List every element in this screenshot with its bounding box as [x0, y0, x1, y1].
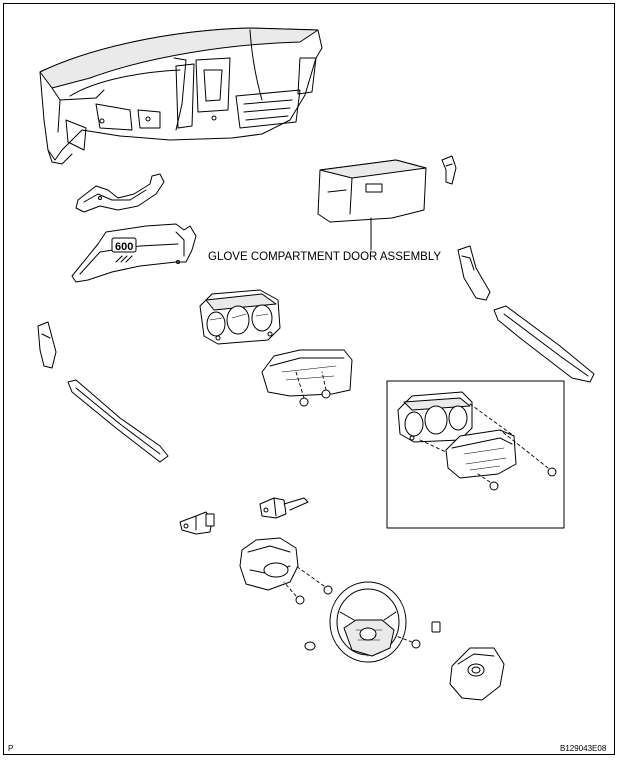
screw-icon [419, 403, 557, 491]
glove-compartment-callout-label: GLOVE COMPARTMENT DOOR ASSEMBLY [207, 251, 443, 263]
lower-finish-panel-icon [75, 173, 165, 213]
horn-pad-icon [449, 647, 505, 701]
inset-detail-frame [386, 380, 565, 529]
screw-icon [295, 371, 331, 407]
figure-border [3, 3, 615, 755]
combination-meter-icon [397, 391, 473, 443]
screw-icon [283, 565, 333, 605]
scuff-plate-right-icon [493, 305, 595, 383]
lower-panel-sub-assembly-icon: 600 [71, 223, 197, 283]
clip-icon [441, 155, 457, 185]
scuff-plate-left-icon [67, 379, 169, 463]
nut-icon [395, 635, 421, 649]
meter-hood-icon [261, 349, 353, 397]
switch-icon [179, 511, 215, 535]
steering-column-cover-icon [239, 537, 299, 591]
steering-wheel-icon [329, 581, 407, 663]
glove-compartment-door-icon [317, 159, 427, 251]
side-panel-right-icon [457, 245, 491, 301]
combination-meter-icon [199, 289, 281, 345]
meter-hood-icon [445, 429, 517, 479]
clip-icon [304, 621, 441, 651]
figure-code: B129043E08 [560, 744, 607, 753]
instrument-panel-icon [39, 27, 323, 165]
svg-text:600: 600 [115, 241, 133, 253]
page-marker: P [8, 744, 14, 753]
switch-icon [259, 497, 309, 519]
side-panel-left-icon [37, 321, 57, 369]
